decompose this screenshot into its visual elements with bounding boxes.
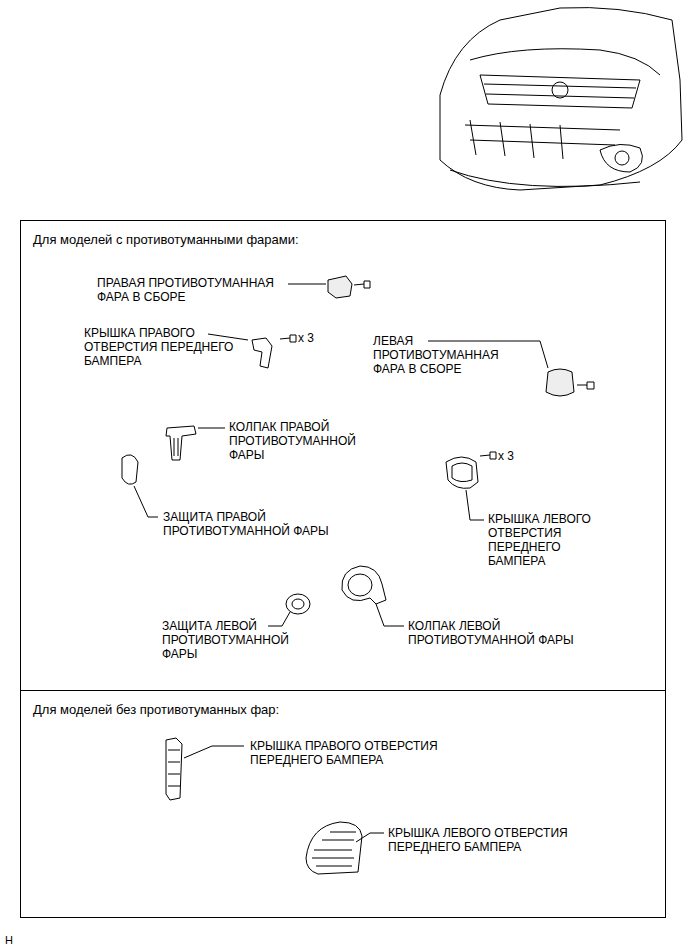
fog-lamp [615, 151, 629, 165]
leader-line [466, 490, 484, 520]
fog-guard-part [286, 594, 310, 614]
fog-hole [600, 144, 642, 172]
leader-line [198, 428, 225, 429]
fog-guard-inner [292, 599, 304, 609]
leader-line [208, 334, 248, 340]
hole-cover-slots [168, 750, 180, 786]
part-name: КРЫШКА ПРАВОГО ОТВЕРСТИЯ ПЕРЕДНЕГО БАМПЕ… [84, 326, 242, 368]
fog-cap-ribs [174, 438, 178, 456]
emblem [552, 82, 568, 98]
bumper-outline [440, 8, 682, 191]
bumper-lines [465, 125, 620, 145]
fog-guard-part [122, 455, 138, 484]
lower-grille [470, 120, 563, 159]
leader-line [288, 284, 326, 285]
part-name: КОЛПАК ПРАВОЙ ПРОТИВОТУМАННОЙ ФАРЫ [229, 420, 371, 462]
fog-cap-part [166, 426, 196, 460]
lip [450, 170, 640, 186]
hole-cover-slots [312, 832, 356, 866]
part-name: ЗАЩИТА ПРАВОЙ ПРОТИВОТУМАННОЙ ФАРЫ [163, 510, 375, 538]
leader-line [184, 746, 244, 758]
part-name: КРЫШКА ЛЕВОГО ОТВЕРСТИЯ ПЕРЕДНЕГО БАМПЕР… [388, 826, 600, 854]
hole-cover-inner [452, 463, 472, 482]
part-name: КОЛПАК ЛЕВОЙ ПРОТИВОТУМАННОЙ ФАРЫ [408, 619, 610, 647]
bolt [480, 452, 496, 459]
fog-lamp-part [328, 276, 352, 298]
part-name: ЗАЩИТА ЛЕВОЙ ПРОТИВОТУМАННОЙ ФАРЫ [162, 619, 300, 661]
leader-line [376, 604, 404, 626]
part-name: КРЫШКА ЛЕВОГО ОТВЕРСТИЯ ПЕРЕДНЕГО БАМПЕР… [488, 512, 612, 568]
fog-lamp-part [546, 369, 574, 396]
page-mark: H [5, 933, 25, 947]
grille [480, 75, 640, 108]
part-name: КРЫШКА ПРАВОГО ОТВЕРСТИЯ ПЕРЕДНЕГО БАМПЕ… [250, 739, 482, 767]
section-heading: Для моделей без противотуманных фар: [33, 702, 279, 718]
part-name: ПРАВАЯ ПРОТИВОТУМАННАЯ ФАРА В СБОРЕ [97, 276, 302, 304]
hole-cover-part [166, 738, 182, 800]
parts [122, 276, 594, 874]
fog-cap-part [342, 566, 386, 604]
bolt [354, 281, 370, 288]
hole-cover-part [306, 822, 362, 874]
part-name: ЛЕВАЯ ПРОТИВОТУМАННАЯ ФАРА В СБОРЕ [373, 334, 511, 376]
quantity: x 3 [498, 449, 538, 463]
section-box: Для моделей без противотуманных фар: [20, 690, 666, 918]
bolt [280, 335, 296, 342]
grille-bars [484, 84, 636, 98]
hood-line [470, 49, 660, 75]
leader-line [268, 612, 290, 626]
hole-cover-part [252, 338, 272, 368]
fog-cap-opening [348, 574, 372, 596]
quantity: x 3 [298, 331, 338, 345]
hole-cover-part [446, 457, 478, 488]
section-heading: Для моделей с противотуманными фарами: [33, 232, 299, 248]
bolt [577, 382, 594, 389]
leader-line [134, 486, 158, 517]
leader-line [356, 833, 384, 842]
car-front [440, 8, 682, 191]
